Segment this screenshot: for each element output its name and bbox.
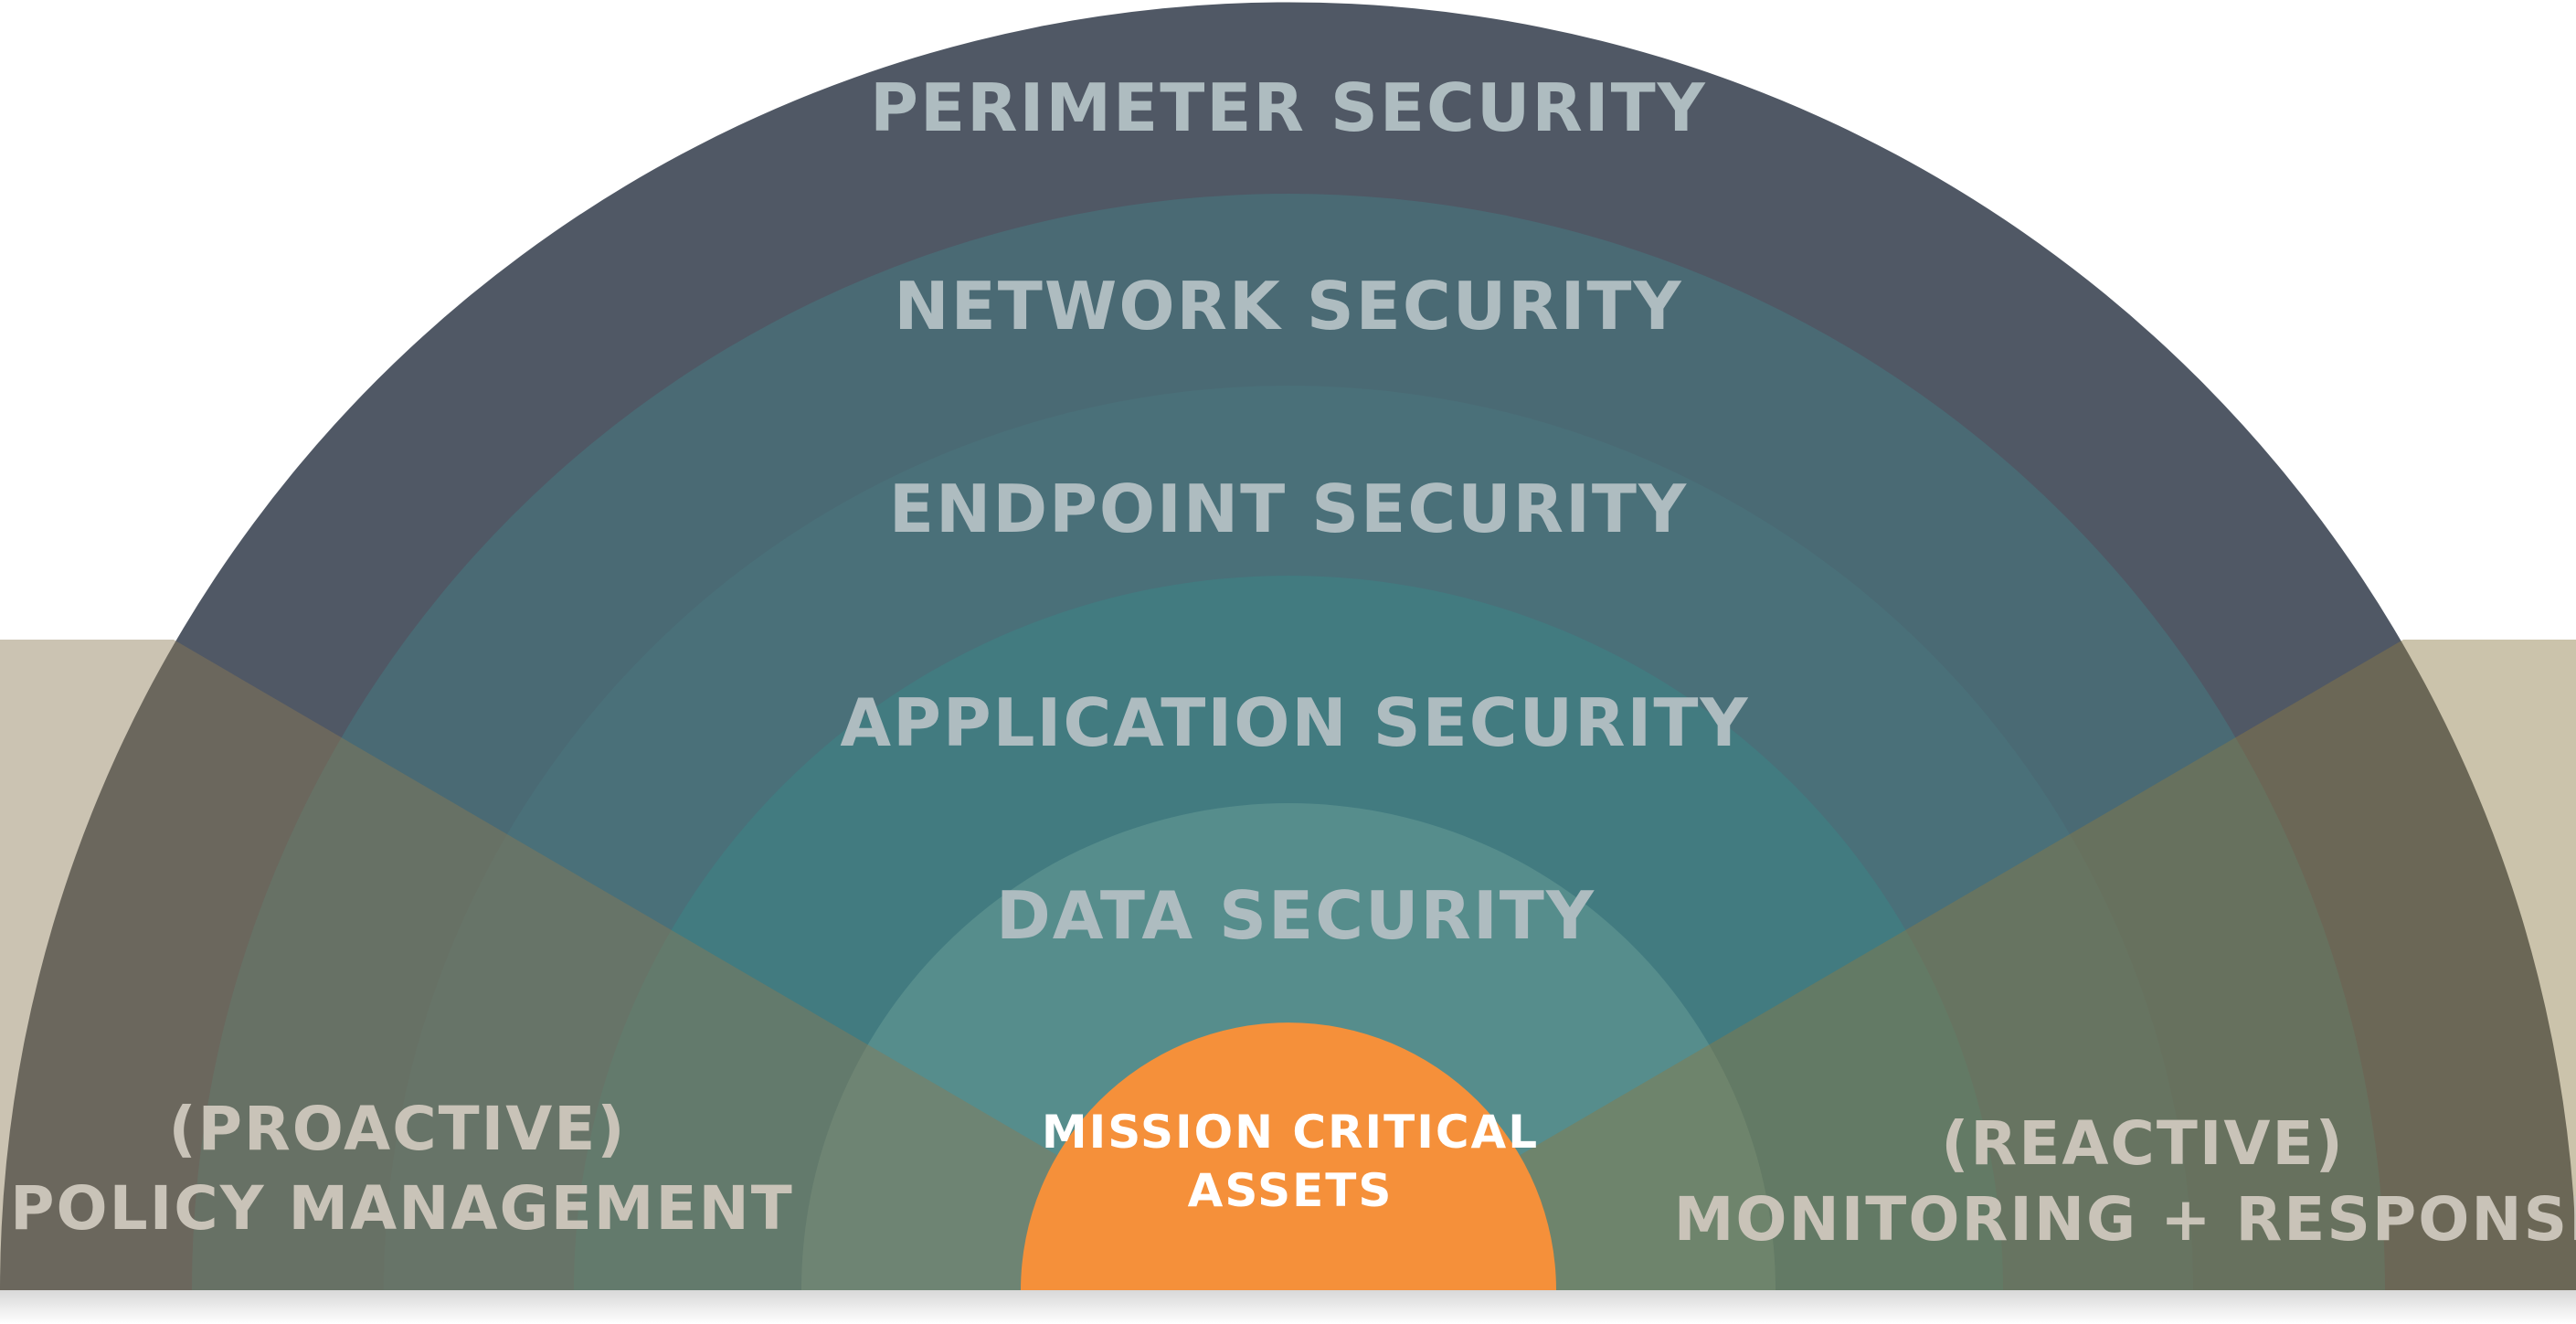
- policy-management-label: POLICY MANAGEMENT: [10, 1173, 794, 1244]
- proactive-label: (PROACTIVE): [168, 1094, 626, 1164]
- monitoring-response-label: MONITORING + RESPONSE: [1674, 1184, 2576, 1255]
- reactive-label: (REACTIVE): [1941, 1108, 2345, 1179]
- mission-critical-label: MISSION CRITICAL: [1042, 1106, 1539, 1159]
- perimeter-security-label: PERIMETER SECURITY: [870, 69, 1707, 146]
- application-security-label: APPLICATION SECURITY: [840, 684, 1749, 761]
- assets-label: ASSETS: [1188, 1164, 1394, 1217]
- endpoint-security-label: ENDPOINT SECURITY: [889, 471, 1688, 547]
- base-shadow: [0, 1290, 2576, 1324]
- mission-critical-assets-core: [1021, 1022, 1556, 1290]
- data-security-label: DATA SECURITY: [996, 877, 1595, 954]
- network-security-label: NETWORK SECURITY: [894, 268, 1682, 344]
